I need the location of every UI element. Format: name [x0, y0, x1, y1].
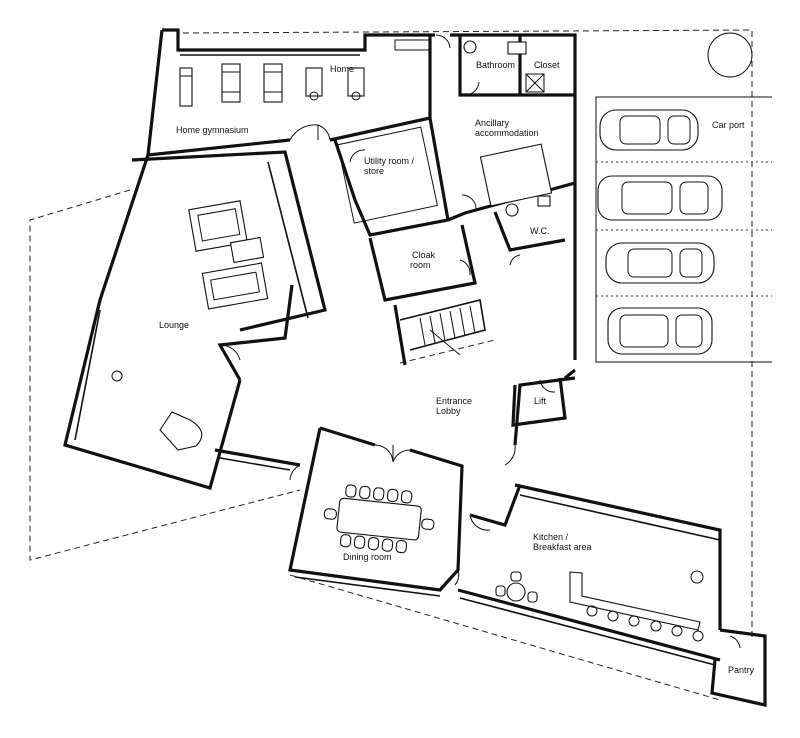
- label-pantry: Pantry: [728, 665, 755, 675]
- bathroom-fixtures: [463, 40, 545, 93]
- car-icon: [597, 175, 723, 221]
- toilet-icon: [463, 40, 477, 54]
- car-icon: [605, 242, 715, 284]
- window-lines: [74, 39, 721, 666]
- treadmill-icon: [179, 67, 193, 107]
- treadmill-icon: [263, 63, 283, 103]
- label-dining: Dining room: [343, 552, 392, 562]
- label-kitchen-2: Breakfast area: [533, 542, 592, 552]
- sofa-icon: [188, 200, 248, 252]
- treadmill-icon: [221, 63, 241, 103]
- label-entrance-1: Entrance: [436, 396, 472, 406]
- ancillary-furniture: [479, 143, 553, 217]
- sofa-icon: [201, 262, 269, 310]
- exercise-bike-icon: [347, 67, 365, 101]
- lamp-icon: [111, 370, 123, 382]
- label-utility-2: store: [364, 166, 384, 176]
- label-home-gym: Home gymnasium: [176, 125, 249, 135]
- label-home-cinema: Home: [330, 64, 354, 74]
- stairs: [337, 126, 486, 356]
- toilet-icon: [505, 203, 519, 217]
- label-kitchen-1: Kitchen /: [533, 532, 569, 542]
- room-labels: Home gymnasium Home Bathroom Closet Anci…: [159, 60, 755, 675]
- door-swings: [219, 34, 741, 649]
- coffee-table-icon: [229, 236, 265, 264]
- label-cloak-1: Cloak: [412, 250, 436, 260]
- label-ancillary-2: accommodation: [475, 128, 539, 138]
- label-bathroom: Bathroom: [476, 60, 515, 70]
- sink-icon: [690, 570, 704, 584]
- car-icon: [607, 307, 713, 355]
- kitchen-furniture: [495, 570, 704, 642]
- car-icon: [599, 109, 699, 151]
- basin-icon: [537, 195, 551, 207]
- dining-table-icon: [336, 497, 422, 541]
- label-entrance-2: Lobby: [436, 406, 461, 416]
- internal-walls: [131, 35, 576, 427]
- tree-icon: [707, 32, 753, 78]
- carport: [595, 32, 772, 363]
- label-wc: W.C.: [530, 226, 550, 236]
- label-utility-1: Utility room /: [364, 156, 415, 166]
- bed-icon: [479, 143, 553, 207]
- exercise-bike-icon: [305, 67, 323, 101]
- label-cloak-2: room: [410, 260, 431, 270]
- external-walls: [63, 28, 767, 708]
- label-lounge: Lounge: [159, 320, 189, 330]
- breakfast-table-icon: [506, 582, 526, 602]
- gym-equipment: [179, 63, 365, 107]
- label-lift: Lift: [534, 396, 547, 406]
- basin-icon: [507, 41, 527, 55]
- dining-furniture: [323, 484, 435, 554]
- kitchen-island-icon: [569, 571, 701, 631]
- label-ancillary-1: Ancillary: [475, 118, 510, 128]
- site-outline: [29, 29, 753, 701]
- lounge-furniture: [111, 200, 269, 451]
- label-carport: Car port: [712, 120, 745, 130]
- grand-piano-icon: [159, 411, 203, 451]
- label-closet: Closet: [534, 60, 560, 70]
